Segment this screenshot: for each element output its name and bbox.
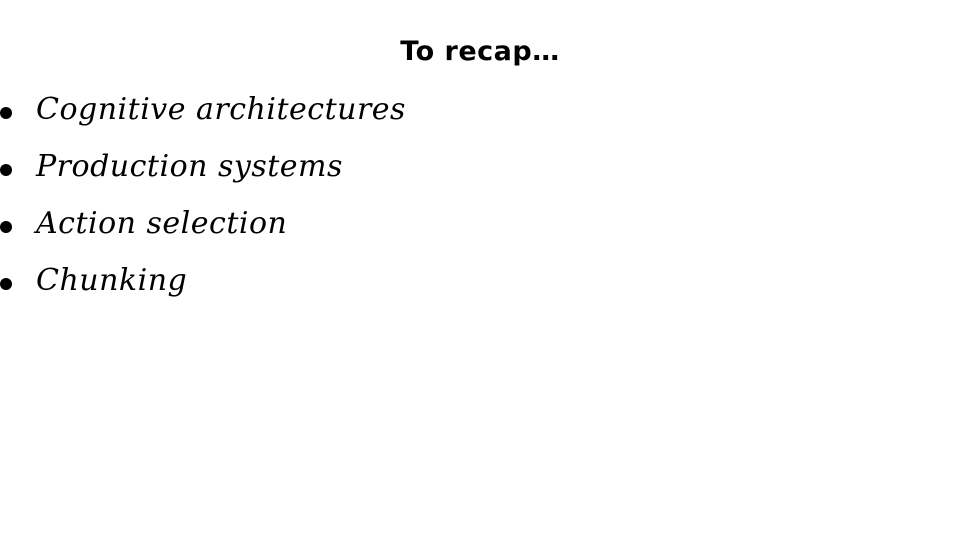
bullet-dot-icon [0,277,12,290]
bullet-dot-icon [0,106,12,119]
bullet-text: Cognitive architectures [36,91,406,127]
bullet-text: Action selection [36,205,288,241]
bullet-dot-icon [0,220,12,233]
slide-title: To recap… [400,36,560,67]
bullet-text: Chunking [36,262,188,298]
bullet-text: Production systems [36,148,343,184]
bullet-dot-icon [0,163,12,176]
